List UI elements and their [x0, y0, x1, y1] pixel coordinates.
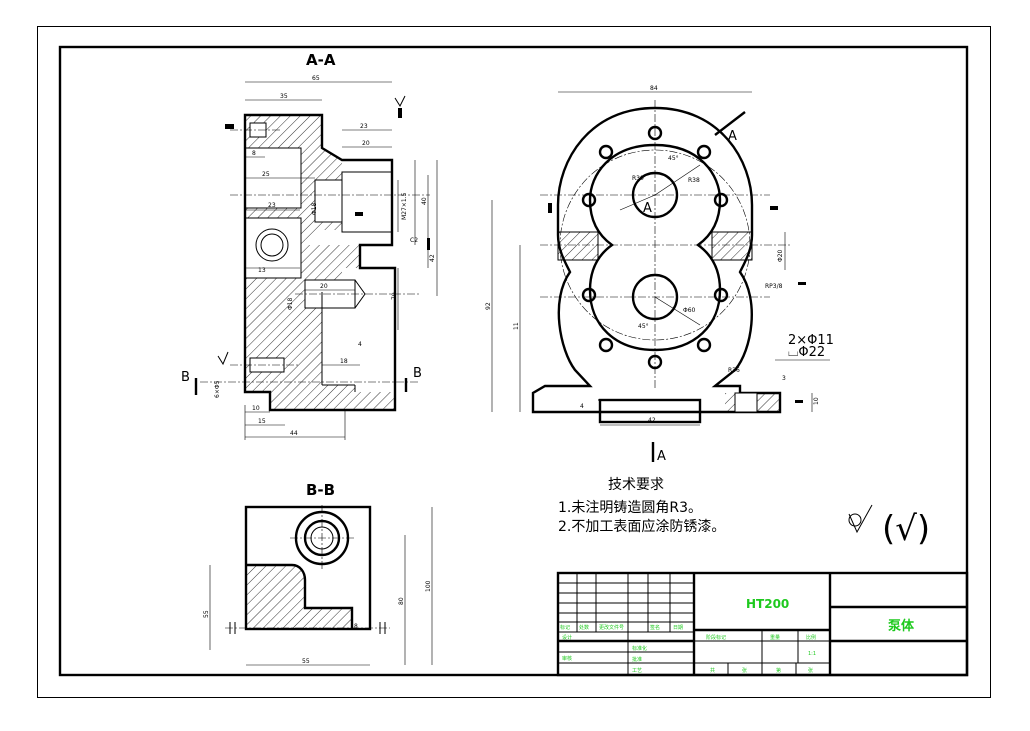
dim-bb-55w: 55	[302, 658, 310, 665]
dim-c2: C2	[410, 237, 418, 244]
dim-bb-100: 100	[425, 580, 432, 592]
dim-42f: 42	[648, 417, 656, 424]
dim-8: 8	[252, 150, 256, 157]
tb-cell-16: 批准	[632, 656, 642, 663]
section-a-top: A	[728, 129, 737, 144]
dim-23: 23	[360, 123, 368, 130]
dim-70: 70	[391, 292, 398, 300]
section-b-left: B	[181, 370, 190, 385]
roughness-symbol: (√)	[848, 504, 930, 549]
dim-4f: 4	[580, 403, 584, 410]
tb-cell-3: 签名	[650, 624, 660, 631]
part-name-text: 泵体	[888, 618, 915, 634]
dim-25: 25	[262, 171, 270, 178]
section-aa-view: A-A	[181, 51, 438, 440]
dim-13: 13	[258, 267, 266, 274]
tb-cell-1: 处数	[579, 624, 589, 631]
section-bb-label: B-B	[306, 481, 335, 499]
dim-20b: 20	[320, 283, 328, 290]
dim-ang2: 45°	[638, 323, 649, 330]
scale-text: 1:1	[808, 651, 816, 657]
tb-cell-4: 日期	[673, 625, 683, 631]
dim-42: 42	[429, 254, 436, 262]
dim-rp: RP3/8	[765, 283, 783, 290]
dim-r30: R30	[632, 175, 644, 182]
outer-border	[37, 26, 991, 698]
dim-18: 18	[340, 358, 348, 365]
title-block: HT200 泵体 1:1 标记 处数 更改文件号 签名 日期 设计 审核 工艺 …	[556, 571, 969, 677]
dim-92: 92	[485, 302, 492, 310]
dim-20: 20	[362, 140, 370, 147]
dim-pcd: Φ60	[683, 307, 696, 314]
dim-11: 11	[513, 322, 520, 330]
tb-cell-15: 标准化	[632, 645, 647, 652]
dim-65: 65	[312, 75, 320, 82]
dim-bb-80: 80	[398, 597, 405, 605]
section-aa-label: A-A	[306, 51, 336, 69]
section-b-right: B	[413, 366, 422, 381]
front-view: 84 92 11 45° 45° R30 R38 Φ20 RP3/8 2×Φ11…	[485, 85, 834, 464]
section-a-bottom: A	[657, 449, 666, 464]
requirement-1: 1.未注明铸造圆角R3。	[558, 500, 702, 516]
dim-3f: 3	[782, 375, 786, 382]
dim-10: 10	[252, 405, 260, 412]
tb-cell-12: 张	[742, 667, 747, 674]
section-a-center: A	[643, 201, 652, 216]
tb-cell-0: 标记	[560, 624, 570, 631]
dim-port: Φ20	[777, 249, 784, 262]
dim-15: 15	[258, 418, 266, 425]
section-bb-view: B-B 55 55 80 100 8	[203, 481, 433, 666]
requirement-2: 2.不加工表面应涂防锈漆。	[558, 518, 725, 535]
dim-pin: 6×Φ5	[214, 380, 221, 398]
dim-23b: 23	[268, 202, 276, 209]
technical-requirements: 技术要求 1.未注明铸造圆角R3。 2.不加工表面应涂防锈漆。	[558, 477, 725, 535]
tb-cell-5: 设计	[562, 634, 572, 641]
dim-tol2: Φ18	[287, 297, 294, 310]
tb-cell-14: 张	[808, 667, 813, 674]
material-text: HT200	[746, 597, 789, 611]
dim-10f: 10	[813, 397, 820, 405]
dim-4: 4	[358, 341, 362, 348]
roughness-text: (√)	[882, 509, 930, 549]
tb-cell-8: 阶段标记	[706, 634, 726, 641]
dim-tol1: Φ18	[311, 202, 318, 215]
dim-bb-55h: 55	[203, 610, 210, 618]
inner-border	[58, 45, 969, 677]
tb-cell-10: 比例	[806, 634, 816, 641]
tb-cell-9: 重量	[770, 634, 780, 641]
dim-40: 40	[421, 197, 428, 205]
dim-84: 84	[650, 85, 658, 92]
dim-bb-8: 8	[354, 623, 358, 630]
dim-r38: R38	[688, 177, 700, 184]
dim-thread: M27×1.5	[401, 192, 408, 220]
requirements-title: 技术要求	[608, 477, 664, 493]
dim-35: 35	[280, 93, 288, 100]
dim-cbore: ⌴Φ22	[788, 345, 825, 360]
dim-r36: R36	[728, 367, 740, 374]
tb-cell-2: 更改文件号	[599, 624, 624, 631]
dim-ang1: 45°	[668, 155, 679, 162]
dim-44: 44	[290, 430, 298, 437]
tb-cell-7: 工艺	[632, 668, 642, 674]
tb-cell-6: 审核	[562, 655, 572, 662]
tb-cell-11: 共	[710, 667, 715, 674]
dim-holes: 2×Φ11	[788, 333, 834, 348]
tb-cell-13: 第	[776, 667, 781, 674]
